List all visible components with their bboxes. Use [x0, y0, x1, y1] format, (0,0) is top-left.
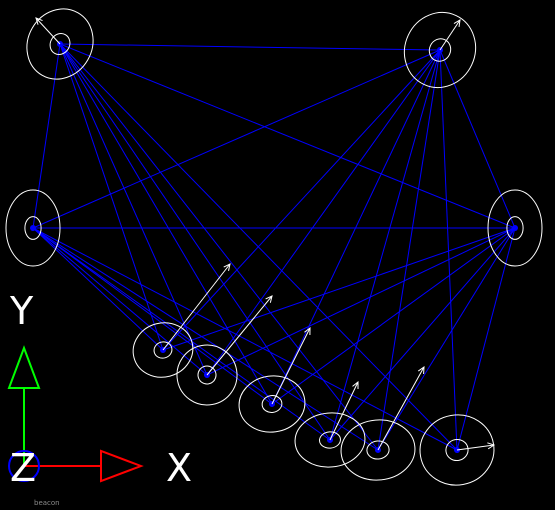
connection-line — [32, 227, 208, 376]
connection-line — [377, 49, 441, 451]
node — [403, 12, 477, 88]
connection-line — [162, 227, 516, 351]
connection-line — [59, 43, 273, 405]
node-inner-ring — [319, 431, 341, 449]
connection-line — [32, 227, 379, 451]
orientation-arrow — [439, 19, 461, 51]
connection-line — [32, 49, 441, 229]
node-outer-ring — [294, 412, 366, 468]
connection-line — [32, 227, 273, 405]
connection-line — [162, 49, 441, 351]
connection-line — [59, 43, 441, 51]
orientation-arrow — [377, 365, 425, 451]
connection-line — [439, 49, 516, 229]
x-axis-label: X — [166, 446, 192, 490]
orientation-arrow — [206, 295, 273, 376]
connection-line — [206, 49, 441, 376]
node — [132, 322, 194, 378]
y-axis-label: Y — [9, 289, 34, 333]
node-outer-ring — [132, 322, 194, 378]
orientation-arrow — [162, 263, 231, 351]
z-axis-circle — [8, 450, 40, 482]
node-inner-ring — [24, 216, 42, 240]
orientation-arrow — [456, 442, 496, 451]
x-axis-arrowhead — [100, 449, 144, 483]
y-axis-arrowhead — [7, 345, 41, 389]
node-inner-ring — [366, 440, 390, 460]
node-outer-ring — [419, 414, 495, 486]
node-outer-ring — [487, 189, 543, 267]
connection-line — [329, 227, 516, 441]
nodes — [5, 8, 543, 486]
orientation-arrows — [35, 17, 496, 451]
corner-label: beacon — [34, 499, 60, 507]
orientation-arrow — [271, 326, 311, 405]
node-inner-ring — [428, 38, 452, 62]
connection-line — [32, 227, 458, 451]
connection-line — [59, 43, 208, 376]
connection-line — [32, 227, 331, 441]
connection-line — [32, 43, 61, 229]
node-inner-ring — [506, 216, 524, 240]
orientation-arrow — [329, 380, 359, 441]
node — [5, 189, 61, 267]
connection-line — [59, 43, 379, 451]
node — [487, 189, 543, 267]
connection-line — [377, 227, 516, 451]
connection-lines — [32, 43, 516, 451]
z-axis-label: Z — [10, 446, 36, 490]
orientation-arrow — [35, 17, 61, 45]
connection-line — [59, 43, 164, 351]
connection-line — [59, 43, 331, 441]
node-outer-ring — [238, 375, 306, 433]
node — [294, 412, 366, 468]
node-outer-ring — [176, 344, 238, 406]
node — [26, 8, 94, 80]
node-inner-ring — [197, 365, 217, 385]
node-outer-ring — [403, 12, 477, 88]
connection-line — [329, 49, 441, 441]
node-inner-ring — [261, 395, 283, 413]
connection-line — [271, 227, 516, 405]
node-inner-ring — [153, 341, 173, 359]
connection-line — [456, 227, 516, 451]
connection-line — [206, 227, 516, 376]
node — [238, 375, 306, 433]
connection-line — [439, 49, 458, 451]
connection-line — [271, 49, 441, 405]
connection-line — [59, 43, 516, 229]
axis-gizmo: Y X Z — [7, 289, 192, 490]
node-center — [512, 225, 518, 231]
node-center — [30, 225, 36, 231]
connection-line — [32, 227, 164, 351]
node-outer-ring — [5, 189, 61, 267]
